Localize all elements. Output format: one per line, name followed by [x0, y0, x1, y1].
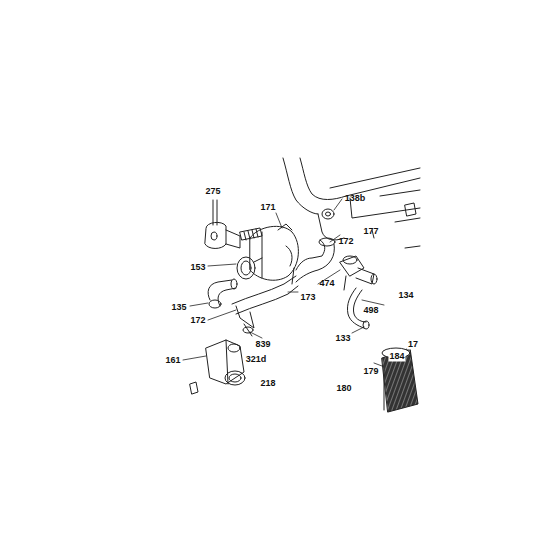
callout-number: 153 — [189, 262, 206, 273]
callout-number: 171 — [259, 202, 276, 213]
callout-number: 321d — [245, 354, 268, 365]
callout-number: 474 — [318, 278, 335, 289]
callout-number: 180 — [335, 383, 352, 394]
grommet — [322, 209, 334, 219]
callout-number: 184 — [388, 351, 405, 362]
callout-number: 177 — [362, 226, 379, 237]
callout-number: 172 — [337, 236, 354, 247]
drain-pump — [237, 224, 298, 280]
tub-housing — [283, 158, 420, 248]
callout-number: 498 — [362, 305, 379, 316]
callout-number: 179 — [362, 366, 379, 377]
callout-number: 134 — [397, 290, 414, 301]
callout-number: 839 — [254, 339, 271, 350]
sensor-part — [205, 200, 240, 249]
callout-number: 275 — [204, 186, 221, 197]
callout-number: 218 — [259, 378, 276, 389]
valve — [340, 256, 377, 290]
filter-cartridge — [382, 348, 418, 412]
callout-number: 133 — [334, 333, 351, 344]
callout-number: 17 — [407, 339, 419, 350]
callout-number: 138b — [344, 193, 367, 204]
leader-lines — [183, 199, 384, 366]
callout-number: 161 — [164, 355, 181, 366]
callout-number: 135 — [170, 302, 187, 313]
filter-housing — [190, 340, 245, 394]
drain-hose — [232, 276, 298, 336]
callout-number: 173 — [299, 292, 316, 303]
callout-number: 172 — [189, 315, 206, 326]
